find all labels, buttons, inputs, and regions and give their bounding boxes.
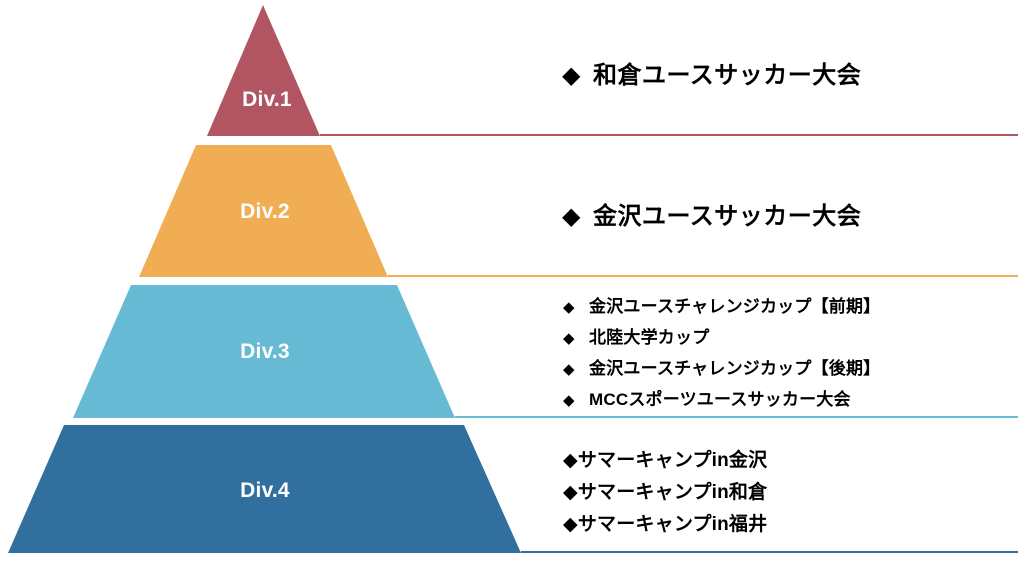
content-group-div4: ◆サマーキャンプin金沢 ◆サマーキャンプin和倉 ◆サマーキャンプin福井 — [563, 445, 767, 541]
content-item-label: 金沢ユースチャレンジカップ【後期】 — [589, 359, 881, 378]
content-group-div3: ◆ 金沢ユースチャレンジカップ【前期】 ◆ 北陸大学カップ ◆ 金沢ユースチャレンジカ… — [563, 292, 880, 416]
content-item-div3-1: ◆ 北陸大学カップ — [563, 323, 880, 354]
content-group-div2: ◆ 金沢ユースサッカー大会 — [562, 196, 861, 231]
pyramid-label-div3: Div.3 — [240, 340, 290, 363]
content-item-div3-3: ◆ MCCスポーツユースサッカー大会 — [563, 385, 880, 416]
content-item-div1-0: ◆ 和倉ユースサッカー大会 — [562, 55, 861, 90]
content-item-label: 北陸大学カップ — [589, 328, 710, 347]
content-item-label: サマーキャンプin金沢 — [577, 450, 768, 471]
content-group-div1: ◆ 和倉ユースサッカー大会 — [562, 55, 861, 90]
pyramid-label-div2: Div.2 — [240, 200, 290, 223]
content-item-div4-2: ◆サマーキャンプin福井 — [563, 509, 767, 541]
content-item-div3-2: ◆ 金沢ユースチャレンジカップ【後期】 — [563, 354, 880, 385]
content-item-label: 和倉ユースサッカー大会 — [592, 62, 862, 89]
content-item-label: 金沢ユースチャレンジカップ【前期】 — [589, 297, 881, 316]
diamond-bullet-icon: ◆ — [563, 514, 578, 535]
diamond-bullet-icon: ◆ — [563, 450, 578, 471]
diamond-bullet-icon: ◆ — [563, 482, 578, 503]
pyramid-band-div4 — [8, 425, 521, 553]
pyramid-band-div3 — [73, 285, 455, 418]
content-item-div4-0: ◆サマーキャンプin金沢 — [563, 445, 767, 477]
content-item-div2-0: ◆ 金沢ユースサッカー大会 — [562, 196, 861, 231]
content-item-label: サマーキャンプin和倉 — [577, 482, 768, 503]
diamond-bullet-icon: ◆ — [562, 62, 581, 89]
diamond-bullet-icon: ◆ — [563, 299, 575, 316]
diamond-bullet-icon: ◆ — [563, 361, 575, 378]
content-item-div3-0: ◆ 金沢ユースチャレンジカップ【前期】 — [563, 292, 880, 323]
diamond-bullet-icon: ◆ — [563, 392, 575, 409]
content-item-label: サマーキャンプin福井 — [577, 514, 768, 535]
pyramid-label-div1: Div.1 — [242, 88, 292, 111]
content-item-div4-1: ◆サマーキャンプin和倉 — [563, 477, 767, 509]
diamond-bullet-icon: ◆ — [563, 330, 575, 347]
pyramid-label-div4: Div.4 — [240, 479, 290, 502]
content-item-label: 金沢ユースサッカー大会 — [592, 203, 862, 230]
pyramid-band-div2 — [139, 145, 388, 277]
content-item-label: MCCスポーツユースサッカー大会 — [589, 390, 851, 409]
pyramid-band-div1 — [207, 5, 320, 136]
diamond-bullet-icon: ◆ — [562, 203, 581, 230]
